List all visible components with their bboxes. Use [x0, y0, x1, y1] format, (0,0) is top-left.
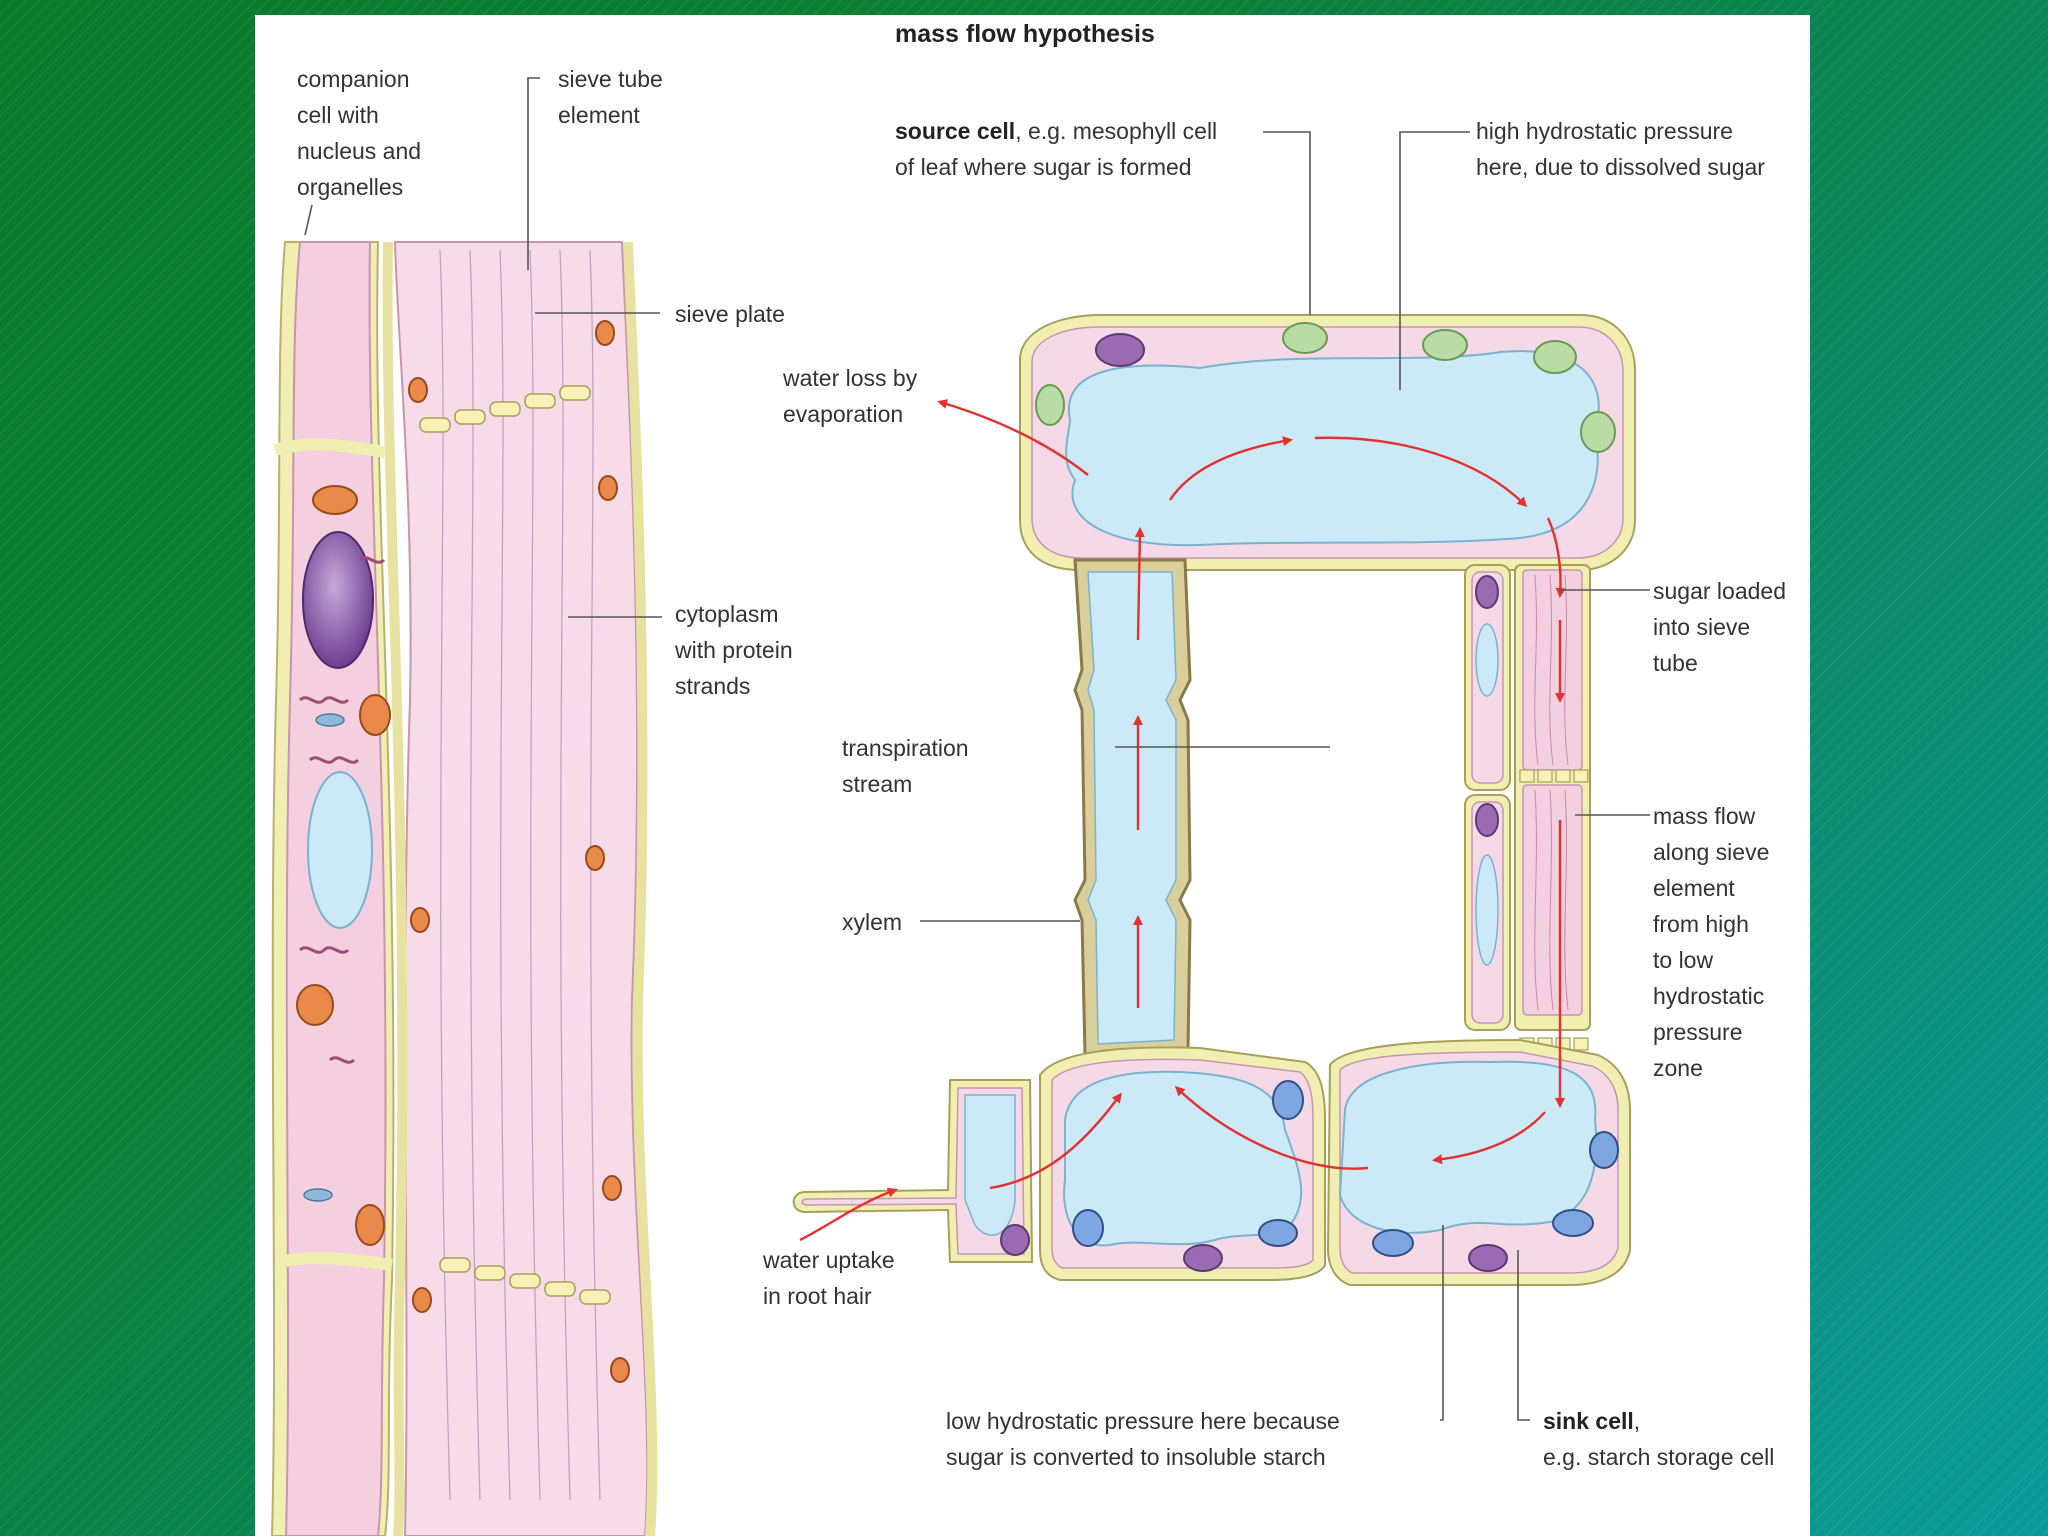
svg-text:sugar is converted to insolubl: sugar is converted to insoluble starch: [946, 1444, 1326, 1470]
source-cell: [1019, 314, 1636, 571]
sieve-plate-lower: [439, 1257, 611, 1305]
arrow-water-uptake: [799, 1187, 898, 1242]
arrow-evaporation: [937, 399, 1089, 476]
svg-text:tube: tube: [1653, 650, 1698, 676]
companion-vacuole: [307, 771, 373, 929]
label-source-cell: source cell, e.g. mesophyll cell of leaf…: [895, 118, 1217, 180]
svg-text:mass flow: mass flow: [1653, 803, 1756, 829]
svg-text:evaporation: evaporation: [783, 401, 903, 427]
sieve-tube-element: [393, 241, 649, 1536]
svg-text:element: element: [1653, 875, 1735, 901]
svg-text:water uptake: water uptake: [762, 1247, 895, 1273]
svg-text:low hydrostatic pressure here: low hydrostatic pressure here because: [946, 1408, 1340, 1434]
svg-text:organelles: organelles: [297, 174, 403, 200]
svg-text:sugar loaded: sugar loaded: [1653, 578, 1786, 604]
label-water-loss: water loss by evaporation: [782, 365, 918, 427]
svg-text:high hydrostatic pressure: high hydrostatic pressure: [1476, 118, 1733, 144]
chloroplasts: [1035, 322, 1616, 453]
svg-text:companion: companion: [297, 66, 410, 92]
label-mass-flow: mass flow along sieve element from high …: [1653, 803, 1769, 1081]
label-water-uptake: water uptake in root hair: [762, 1247, 895, 1309]
svg-text:water loss by: water loss by: [782, 365, 918, 391]
svg-text:hydrostatic: hydrostatic: [1653, 983, 1764, 1009]
svg-text:in root hair: in root hair: [763, 1283, 872, 1309]
svg-text:to low: to low: [1653, 947, 1713, 973]
svg-text:sink cell,: sink cell,: [1543, 1408, 1640, 1434]
label-sink-cell: sink cell, e.g. starch storage cell: [1543, 1408, 1774, 1470]
svg-text:cell with: cell with: [297, 102, 379, 128]
svg-text:into sieve: into sieve: [1653, 614, 1750, 640]
sieve-tube-right: [1464, 564, 1591, 1051]
diagram-title: mass flow hypothesis: [895, 20, 1155, 48]
label-sieve-tube-element: sieve tube element: [558, 66, 663, 128]
svg-text:with protein: with protein: [674, 637, 793, 663]
root-hair-cell: [792, 1079, 1034, 1263]
label-high-pressure: high hydrostatic pressure here, due to d…: [1476, 118, 1765, 180]
svg-text:pressure: pressure: [1653, 1019, 1742, 1045]
phloem-section: [270, 241, 658, 1536]
svg-text:from high: from high: [1653, 911, 1749, 937]
flow-arrows: [799, 399, 1566, 1242]
svg-text:zone: zone: [1653, 1055, 1703, 1081]
svg-text:cytoplasm: cytoplasm: [675, 601, 779, 627]
svg-text:along sieve: along sieve: [1653, 839, 1769, 865]
svg-text:of leaf where sugar is formed: of leaf where sugar is formed: [895, 154, 1192, 180]
svg-text:stream: stream: [842, 771, 912, 797]
sieve-plate-upper: [419, 385, 591, 433]
label-transpiration-stream: transpiration stream: [842, 735, 969, 797]
label-sugar-loaded: sugar loaded into sieve tube: [1653, 578, 1786, 676]
xylem-vessel: [1073, 558, 1192, 1057]
svg-text:source cell, e.g. mesophyll ce: source cell, e.g. mesophyll cell: [895, 118, 1217, 144]
label-low-pressure: low hydrostatic pressure here because su…: [946, 1408, 1340, 1470]
source-vacuole: [1065, 350, 1600, 547]
svg-text:nucleus and: nucleus and: [297, 138, 421, 164]
root-cortex-cell: [1039, 1046, 1326, 1281]
svg-text:strands: strands: [675, 673, 750, 699]
label-cytoplasm: cytoplasm with protein strands: [674, 601, 793, 699]
svg-text:transpiration: transpiration: [842, 735, 969, 761]
nucleus: [302, 531, 374, 669]
svg-text:here, due to dissolved sugar: here, due to dissolved sugar: [1476, 154, 1765, 180]
svg-text:element: element: [558, 102, 640, 128]
svg-text:sieve tube: sieve tube: [558, 66, 663, 92]
label-sieve-plate: sieve plate: [675, 301, 785, 327]
label-xylem: xylem: [842, 909, 902, 935]
sink-cell: [1326, 1038, 1631, 1286]
label-companion-cell: companion cell with nucleus and organell…: [297, 66, 421, 200]
svg-text:e.g. starch storage cell: e.g. starch storage cell: [1543, 1444, 1774, 1470]
